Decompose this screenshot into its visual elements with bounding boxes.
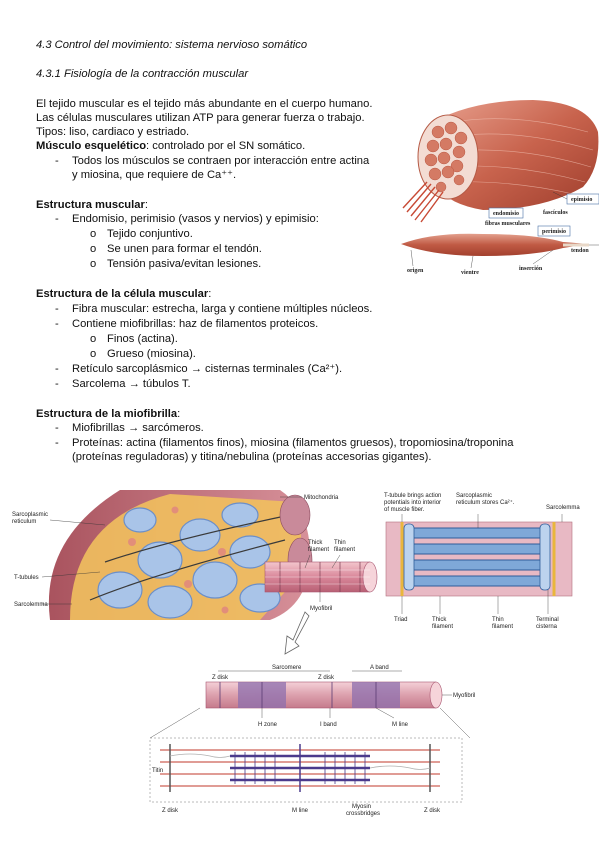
filament-detail-box xyxy=(149,737,463,803)
triad-figure: T-tubule brings action potentials into i… xyxy=(384,493,580,630)
muscle-anatomy-figure: epimisio fascículos endomisio fibras mus… xyxy=(401,100,599,276)
figure-label: epimisio xyxy=(571,197,592,203)
figure-label: Myofibril xyxy=(310,606,332,612)
paragraph-line: Músculo esquelético: controlado por el S… xyxy=(36,139,305,153)
figure-label: Sarcolemma xyxy=(546,505,580,511)
figure-label: fibras musculares xyxy=(485,221,531,227)
dash-bullet: - xyxy=(55,318,59,330)
figure-label: filament xyxy=(492,624,513,630)
figure-label: Thick xyxy=(432,617,447,623)
paragraph-line: Tipos: liso, cardiaco y estriado. xyxy=(36,126,190,138)
figure-label: filament xyxy=(308,547,329,553)
figure-label: Sarcolemma xyxy=(14,602,48,608)
dash-bullet: - xyxy=(55,422,59,434)
bullet-text: Proteínas: actina (filamentos finos), mi… xyxy=(72,437,514,449)
circle-bullet: o xyxy=(90,228,97,240)
figure-label: Titin xyxy=(152,768,163,774)
section-title: Estructura de la célula muscular: xyxy=(36,288,212,300)
circle-bullet: o xyxy=(90,243,97,255)
figure-label: H zone xyxy=(258,722,278,728)
sarcomere-figure: Sarcomere A band Z disk Z disk Myofibril… xyxy=(149,665,475,817)
label-box xyxy=(488,207,524,219)
section-heading: 4.3 Control del movimiento: sistema nerv… xyxy=(36,39,308,51)
bold-term: Músculo esquelético xyxy=(36,140,147,152)
paragraph-line: Las células musculares utilizan ATP para… xyxy=(36,112,365,124)
figure-label: Thin xyxy=(492,617,504,623)
dash-bullet: - xyxy=(55,363,59,375)
bullet-text: Sarcolema → túbulos T. xyxy=(72,378,191,390)
sub-bullet-text: Se unen para formar el tendón. xyxy=(107,243,262,255)
figure-label: tendon xyxy=(571,248,589,254)
figure-label: filament xyxy=(432,624,453,630)
figure-label: Z disk xyxy=(162,808,179,814)
label-box xyxy=(537,225,571,237)
figure-label: Thick xyxy=(308,540,323,546)
figure-label: M line xyxy=(392,722,409,728)
figure-label: Sarcomere xyxy=(272,665,302,671)
figure-label: Triad xyxy=(394,617,407,623)
figure-label: T-tubules xyxy=(14,575,39,581)
figure-label: endomisio xyxy=(493,211,519,217)
dash-bullet: - xyxy=(55,213,59,225)
figure-label: Mitochondria xyxy=(304,495,339,501)
figure-label: filament xyxy=(334,547,355,553)
paragraph-line: El tejido muscular es el tejido más abun… xyxy=(36,98,373,110)
figure-label: I band xyxy=(320,722,337,728)
figure-label: reticulum xyxy=(12,519,36,525)
circle-bullet: o xyxy=(90,258,97,270)
dash-bullet: - xyxy=(55,378,59,390)
figure-label: Sarcoplasmic xyxy=(456,493,492,499)
sub-bullet-text: Tensión pasiva/evitan lesiones. xyxy=(107,258,262,270)
bullet-text: Todos los músculos se contraen por inter… xyxy=(72,155,370,167)
section-title: Estructura de la miofibrilla: xyxy=(36,408,181,420)
figure-label: origen xyxy=(407,268,424,274)
figure-label: Z disk xyxy=(212,675,229,681)
figure-label: Terminal xyxy=(536,617,559,623)
figure-label: crossbridges xyxy=(346,811,380,817)
figure-label: A band xyxy=(370,665,389,671)
figure-label: T-tubule brings action xyxy=(384,493,441,499)
sub-bullet-text: Finos (actina). xyxy=(107,333,178,345)
figure-label: fascículos xyxy=(543,210,568,216)
dash-bullet: - xyxy=(55,303,59,315)
figure-label: vientre xyxy=(461,270,479,276)
figure-label: Z disk xyxy=(318,675,335,681)
figure-label: M line xyxy=(292,808,309,814)
bullet-text: Retículo sarcoplásmico → cisternas termi… xyxy=(72,363,343,375)
bullet-text: y miosina, que requiere de Ca⁺⁺. xyxy=(72,169,237,181)
figure-label: cisterna xyxy=(536,624,558,630)
section-title: Estructura muscular: xyxy=(36,199,148,211)
muscle-fiber-figure: Mitochondria Sarcoplasmic reticulum Thic… xyxy=(12,490,378,620)
muscle-bundle-shape xyxy=(433,100,599,210)
term-description: : controlado por el SN somático. xyxy=(146,140,306,152)
figure-label: Sarcoplasmic xyxy=(12,512,48,518)
circle-bullet: o xyxy=(90,333,97,345)
figure-label: Myofibril xyxy=(453,693,475,699)
figure-label: Thin xyxy=(334,540,346,546)
bullet-text: Endomisio, perimisio (vasos y nervios) y… xyxy=(72,213,319,225)
figure-label: perimisio xyxy=(542,229,566,235)
dash-bullet: - xyxy=(55,437,59,449)
sub-bullet-text: Tejido conjuntivo. xyxy=(107,228,193,240)
whole-muscle-shape xyxy=(401,233,589,256)
circle-bullet: o xyxy=(90,348,97,360)
sub-bullet-text: Grueso (miosina). xyxy=(107,348,196,360)
figure-label: potentials into interior xyxy=(384,500,441,506)
figure-label: inserción xyxy=(519,266,543,272)
bullet-text: (proteínas reguladoras) y titina/nebulin… xyxy=(72,451,432,463)
bullet-text: Contiene miofibrillas: haz de filamentos… xyxy=(72,318,319,330)
dash-bullet: - xyxy=(55,155,59,167)
figure-label: of muscle fiber. xyxy=(384,507,425,513)
bullet-text: Fibra muscular: estrecha, larga y contie… xyxy=(72,303,373,315)
figure-label: Myosin xyxy=(352,804,371,810)
figure-label: Z disk xyxy=(424,808,441,814)
subsection-heading: 4.3.1 Fisiología de la contracción muscu… xyxy=(36,68,249,80)
bullet-text: Miofibrillas → sarcómeros. xyxy=(72,422,204,434)
down-arrow-icon xyxy=(284,611,310,655)
figure-label: reticulum stores Ca²⁺. xyxy=(456,499,515,506)
